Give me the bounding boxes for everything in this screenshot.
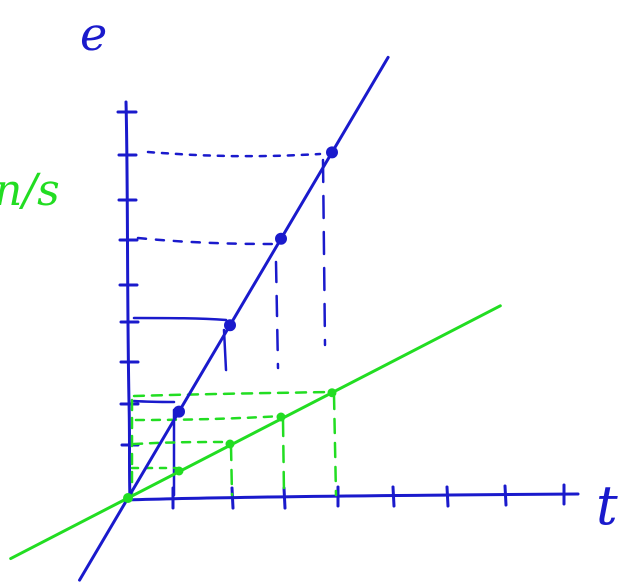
guide-horizontal [134, 414, 284, 422]
green-point [327, 388, 337, 398]
guide-vertical [332, 393, 338, 497]
x-axis-tick [282, 486, 287, 510]
x-axis-line [124, 492, 580, 502]
guide-horizontal [132, 399, 176, 404]
green-line [9, 304, 502, 561]
guide-vertical [321, 158, 327, 347]
axes [116, 100, 580, 510]
origin-point [123, 493, 133, 503]
x-axis-tick [445, 485, 450, 508]
guide-vertical [229, 444, 234, 497]
green-point [276, 412, 286, 422]
x-axis-tick [391, 485, 396, 508]
guide-horizontal [132, 390, 336, 398]
guide-vertical [274, 260, 280, 370]
green-point [174, 466, 184, 476]
blue-point [173, 405, 185, 418]
blue-line [78, 55, 390, 582]
guide-horizontal [146, 150, 322, 158]
x-axis-tick [230, 486, 235, 510]
y-axis-line [124, 100, 132, 502]
guide-horizontal [136, 236, 274, 246]
blue-point [326, 146, 338, 159]
blue-guides [132, 150, 327, 497]
y-axis-label: e [80, 7, 107, 61]
data-layer [9, 55, 502, 582]
guide-horizontal [132, 440, 232, 446]
green-guides [130, 390, 338, 497]
blue-point [275, 232, 287, 245]
x-axis-tick [503, 484, 508, 507]
blue-point [224, 319, 236, 332]
x-axis-label: t [596, 474, 618, 537]
guide-vertical [281, 418, 286, 497]
unit-label: n/s [0, 165, 60, 216]
green-point [225, 439, 235, 449]
guide-horizontal [132, 316, 228, 322]
